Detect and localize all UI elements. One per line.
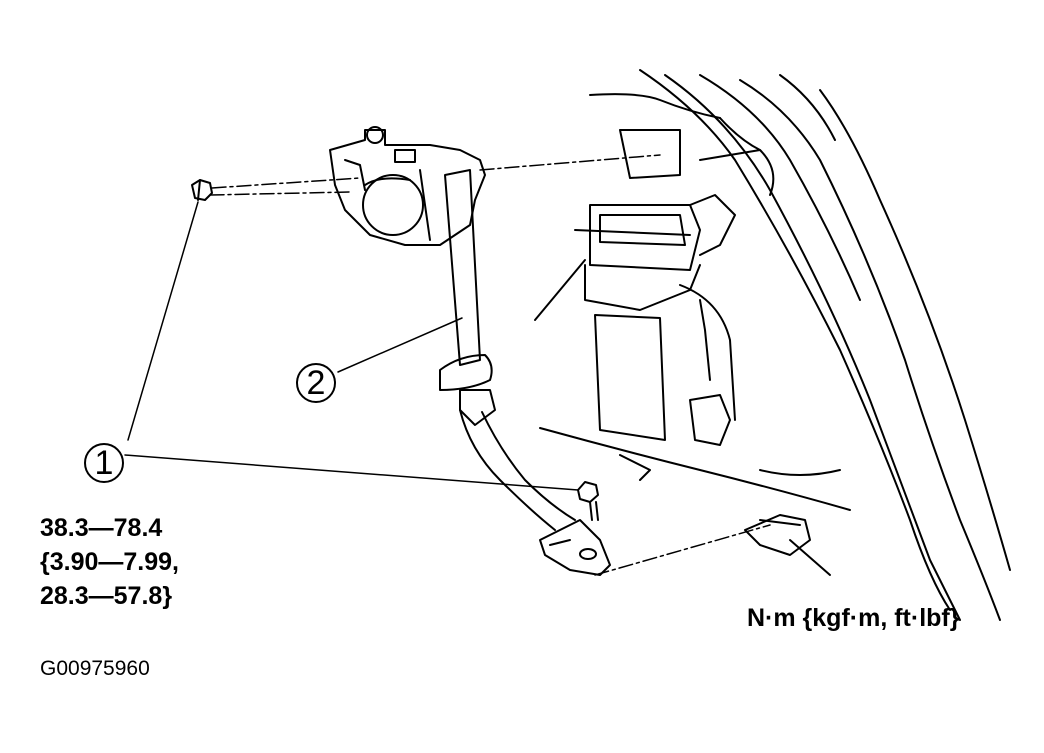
figure-id: G00975960 — [40, 657, 150, 680]
torque-spec-line-1: 38.3—78.4 — [40, 514, 163, 542]
seat-belt-webbing — [439, 169, 611, 576]
callout-2-number: 2 — [306, 364, 326, 402]
callout-1: 1 — [84, 443, 124, 483]
vehicle-body-panel — [534, 69, 1011, 621]
torque-spec: 38.3—78.4 {3.90—7.99, 28.3—57.8} — [40, 511, 179, 613]
callout-1-number: 1 — [94, 444, 114, 482]
upper-bolt — [191, 179, 213, 201]
units-label: N·m {kgf·m, ft·lbf} — [747, 604, 960, 632]
seat-belt-retractor — [329, 126, 486, 246]
torque-spec-line-3: 28.3—57.8} — [40, 582, 173, 610]
torque-spec-line-2: {3.90—7.99, — [40, 548, 179, 576]
installation-lines — [209, 154, 771, 576]
leader-lines — [124, 201, 579, 491]
lower-bolt — [577, 481, 599, 521]
callout-2: 2 — [296, 363, 336, 403]
